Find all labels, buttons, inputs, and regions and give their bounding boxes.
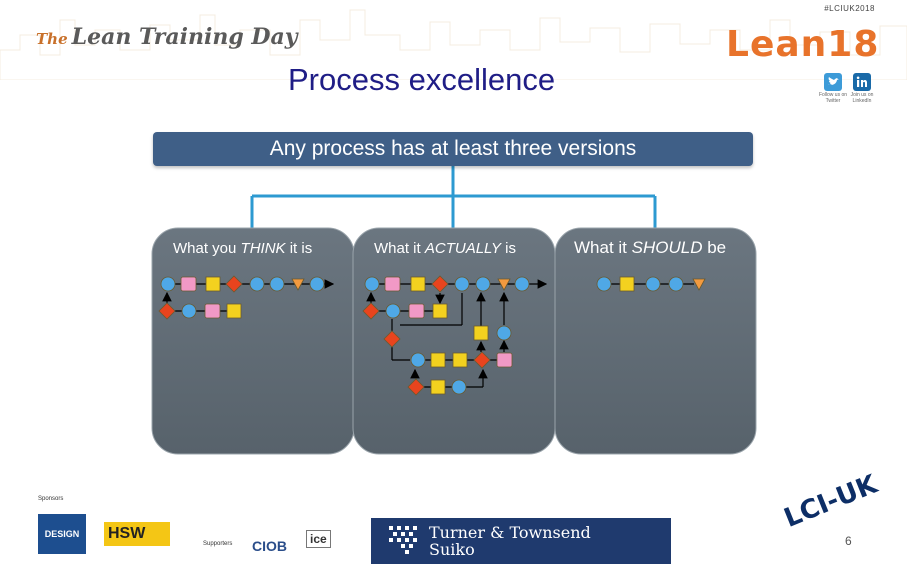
main-sponsor-line2: Suiko <box>429 540 475 559</box>
turner-townsend-icon <box>389 526 417 554</box>
panel-title-suffix: it is <box>285 240 313 257</box>
event-title-the: The <box>36 30 68 48</box>
supporters-label: Supporters <box>203 541 233 547</box>
panel-think <box>151 227 355 455</box>
panel-title-should: What it SHOULD be <box>574 238 726 258</box>
panel-title-emphasis: THINK <box>240 240 286 257</box>
twitter-icon[interactable] <box>824 73 842 91</box>
page-number: 6 <box>845 534 852 548</box>
panel-title-prefix: What it <box>374 240 425 257</box>
supporter-logo-ice: ice <box>306 530 331 548</box>
banner-heading: Any process has at least three versions <box>153 132 753 166</box>
page-title: Process excellence <box>288 62 556 97</box>
panel-title-prefix: What it <box>574 238 632 257</box>
sponsors-label: Sponsors <box>38 496 64 502</box>
banner-connectors <box>250 166 657 232</box>
panel-title-emphasis: ACTUALLY <box>424 240 502 257</box>
panel-title-suffix: be <box>702 238 727 257</box>
main-sponsor-line1: Turner & Townsend <box>429 523 591 542</box>
panel-actually <box>352 227 556 455</box>
linkedin-icon[interactable] <box>853 73 871 91</box>
panel-title-actually: What it ACTUALLY is <box>374 240 516 257</box>
supporter-logo-ciob: CIOB <box>252 538 287 554</box>
panel-title-think: What you THINK it is <box>173 240 312 257</box>
event-title-name: Lean Training Day <box>71 24 298 50</box>
panel-title-emphasis: SHOULD <box>631 238 703 257</box>
sponsor-logo-design: DESIGN <box>38 514 86 554</box>
hashtag: #LCIUK2018 <box>824 4 875 13</box>
linkedin-caption: Join us on LinkedIn <box>850 92 874 104</box>
think-shapes <box>158 275 325 320</box>
panel-should <box>554 227 757 455</box>
twitter-caption: Follow us on Twitter <box>818 92 848 104</box>
panel-title-suffix: is <box>501 240 517 257</box>
sponsor-logo-hsw: HSW <box>104 522 170 546</box>
lean18-logo: Lean18 <box>726 24 880 65</box>
panel-title-prefix: What you <box>173 240 241 257</box>
skyline-decoration <box>0 9 907 80</box>
actually-shapes <box>362 275 530 396</box>
turner-townsend-logo: Turner & Townsend Suiko <box>371 518 671 564</box>
should-shapes <box>596 276 706 292</box>
